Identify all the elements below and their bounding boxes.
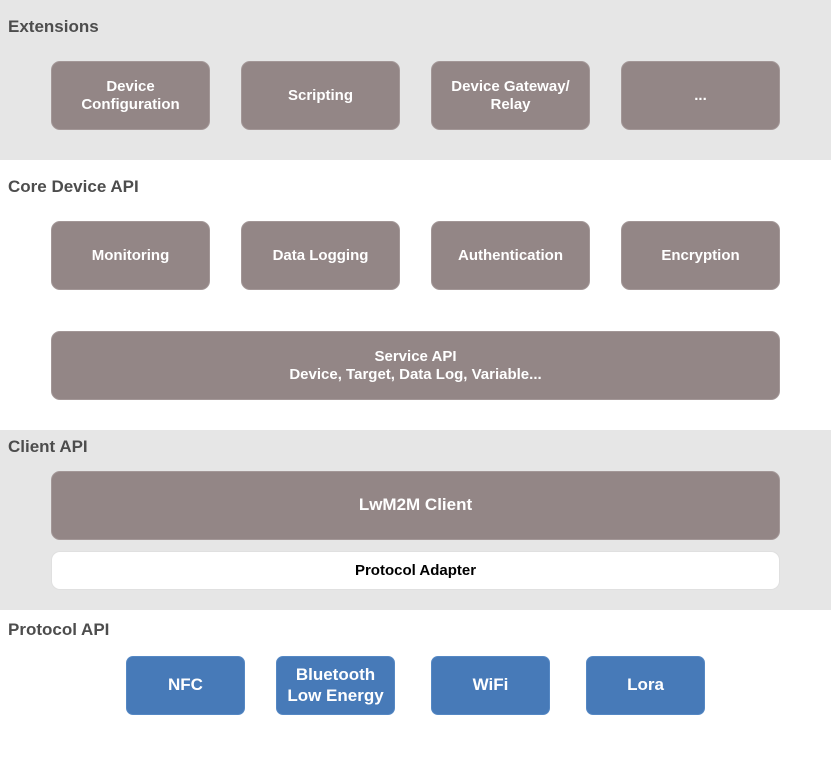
lwm2m-client-label: LwM2M Client	[358, 495, 473, 515]
device-configuration-line1: Device	[106, 77, 155, 95]
device-gateway-line1: Device Gateway/	[451, 77, 570, 95]
authentication-box: Authentication	[431, 221, 590, 290]
wifi-label: WiFi	[472, 675, 509, 695]
more-extensions-box: ...	[621, 61, 780, 130]
scripting-label: Scripting	[287, 86, 353, 104]
data-logging-box: Data Logging	[241, 221, 400, 290]
device-gateway-relay-box: Device Gateway/ Relay	[431, 61, 590, 130]
wifi-box: WiFi	[431, 656, 550, 715]
bluetooth-line2: Low Energy	[287, 685, 384, 705]
authentication-label: Authentication	[458, 246, 563, 264]
protocol-api-title: Protocol API	[8, 620, 110, 639]
encryption-box: Encryption	[621, 221, 780, 290]
extensions-title: Extensions	[8, 17, 99, 36]
client-api-title: Client API	[8, 437, 88, 456]
service-api-line2: Device, Target, Data Log, Variable...	[289, 365, 542, 383]
lora-box: Lora	[586, 656, 705, 715]
scripting-box: Scripting	[241, 61, 400, 130]
service-api-line1: Service API	[374, 347, 457, 365]
bluetooth-le-box: Bluetooth Low Energy	[276, 656, 395, 715]
more-extensions-label: ...	[694, 86, 707, 104]
monitoring-label: Monitoring	[91, 246, 170, 264]
lora-label: Lora	[627, 675, 664, 695]
bluetooth-line1: Bluetooth	[295, 665, 376, 685]
core-device-api-title: Core Device API	[8, 177, 139, 196]
monitoring-box: Monitoring	[51, 221, 210, 290]
protocol-adapter-label: Protocol Adapter	[354, 561, 477, 579]
service-api-box: Service API Device, Target, Data Log, Va…	[51, 331, 780, 400]
data-logging-label: Data Logging	[272, 246, 369, 264]
protocol-adapter-box: Protocol Adapter	[51, 551, 780, 590]
device-gateway-line2: Relay	[490, 95, 531, 113]
device-configuration-box: Device Configuration	[51, 61, 210, 130]
nfc-label: NFC	[168, 675, 203, 695]
encryption-label: Encryption	[661, 246, 740, 264]
nfc-box: NFC	[126, 656, 245, 715]
lwm2m-client-box: LwM2M Client	[51, 471, 780, 540]
device-configuration-line2: Configuration	[81, 95, 180, 113]
